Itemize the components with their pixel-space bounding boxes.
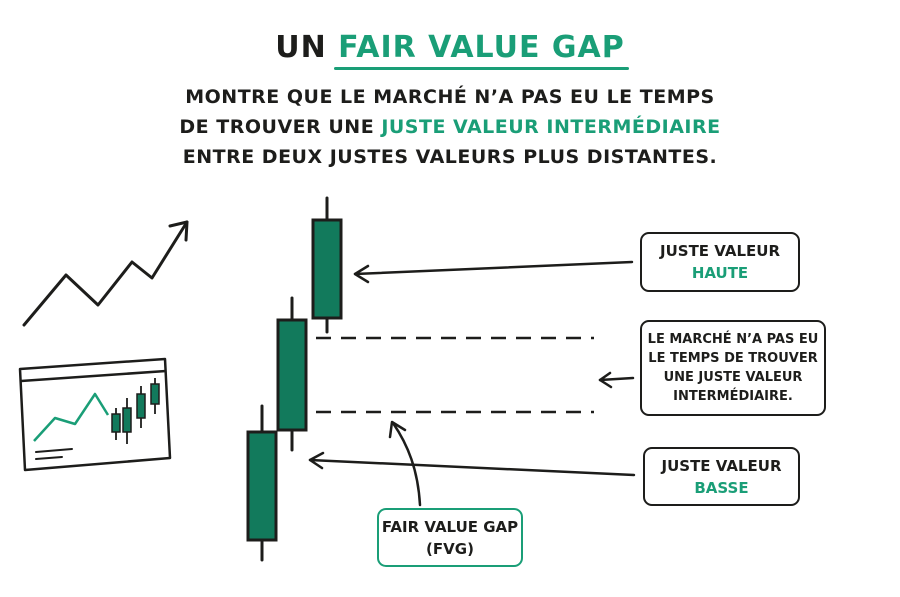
label-gap-line-3: UNE JUSTE VALEUR <box>663 370 803 385</box>
subtitle-line-2-accent: JUSTE VALEUR INTERMÉDIAIRE <box>381 116 721 138</box>
subtitle-line-3: ENTRE DEUX JUSTES VALEURS PLUS DISTANTES… <box>182 146 718 168</box>
label-high-line-2: HAUTE <box>691 264 749 282</box>
candle-middle <box>276 296 308 452</box>
arrow-to-gap <box>598 371 635 389</box>
label-low-line-1: JUSTE VALEUR <box>661 456 782 475</box>
arrow-fvg-to-gap <box>388 420 422 507</box>
chart-window-icon <box>18 357 172 472</box>
candle-low <box>246 404 278 562</box>
candle-high <box>311 196 343 334</box>
title-accent: FAIR VALUE GAP <box>334 28 629 70</box>
label-box-high-fair-value: JUSTE VALEUR HAUTE <box>640 232 800 292</box>
subtitle-line-2: DE TROUVER UNE JUSTE VALEUR INTERMÉDIAIR… <box>0 112 900 142</box>
subtitle-line-1: MONTRE QUE LE MARCHÉ N’A PAS EU LE TEMPS <box>185 86 715 108</box>
arrow-to-high-candle <box>353 260 634 284</box>
label-box-gap-explanation: LE MARCHÉ N’A PAS EU LE TEMPS DE TROUVER… <box>640 320 826 416</box>
title-prefix: UN <box>275 30 327 65</box>
label-gap-line-4: INTERMÉDIAIRE. <box>673 389 793 404</box>
label-box-fvg: FAIR VALUE GAP (FVG) <box>377 508 523 567</box>
label-gap-line-2: LE TEMPS DE TROUVER <box>648 351 818 366</box>
arrow-to-low-candle <box>308 451 636 477</box>
label-high-line-1: JUSTE VALEUR <box>660 242 780 260</box>
trend-up-arrow-icon <box>22 220 189 327</box>
label-gap-line-1: LE MARCHÉ N’A PAS EU <box>647 332 819 347</box>
label-box-low-fair-value: JUSTE VALEUR BASSE <box>643 447 800 506</box>
label-fvg-line-1: FAIR VALUE GAP <box>381 517 519 536</box>
subtitle: MONTRE QUE LE MARCHÉ N’A PAS EU LE TEMPS… <box>0 82 900 172</box>
subtitle-line-2-prefix: DE TROUVER UNE <box>179 116 375 138</box>
label-fvg-line-2: (FVG) <box>426 539 474 558</box>
page-title: UN FAIR VALUE GAP <box>0 28 900 70</box>
label-low-line-2: BASSE <box>694 478 749 497</box>
